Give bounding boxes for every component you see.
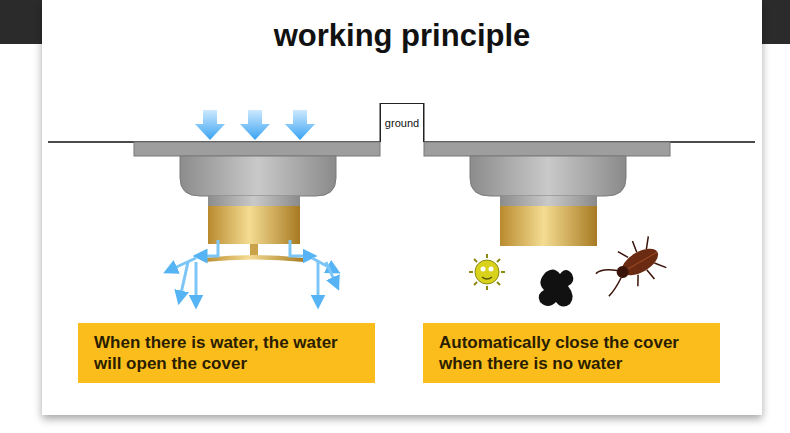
ground-tag: ground — [380, 103, 424, 142]
node-text: ground — [385, 117, 419, 129]
node-text: Automatically close the cover when there… — [439, 332, 704, 374]
node-text: When there is water, the water will open… — [94, 332, 359, 374]
caption-box: When there is water, the water will open… — [78, 323, 375, 383]
diagram-title: working principle — [42, 18, 762, 54]
caption-box: Automatically close the cover when there… — [423, 323, 720, 383]
